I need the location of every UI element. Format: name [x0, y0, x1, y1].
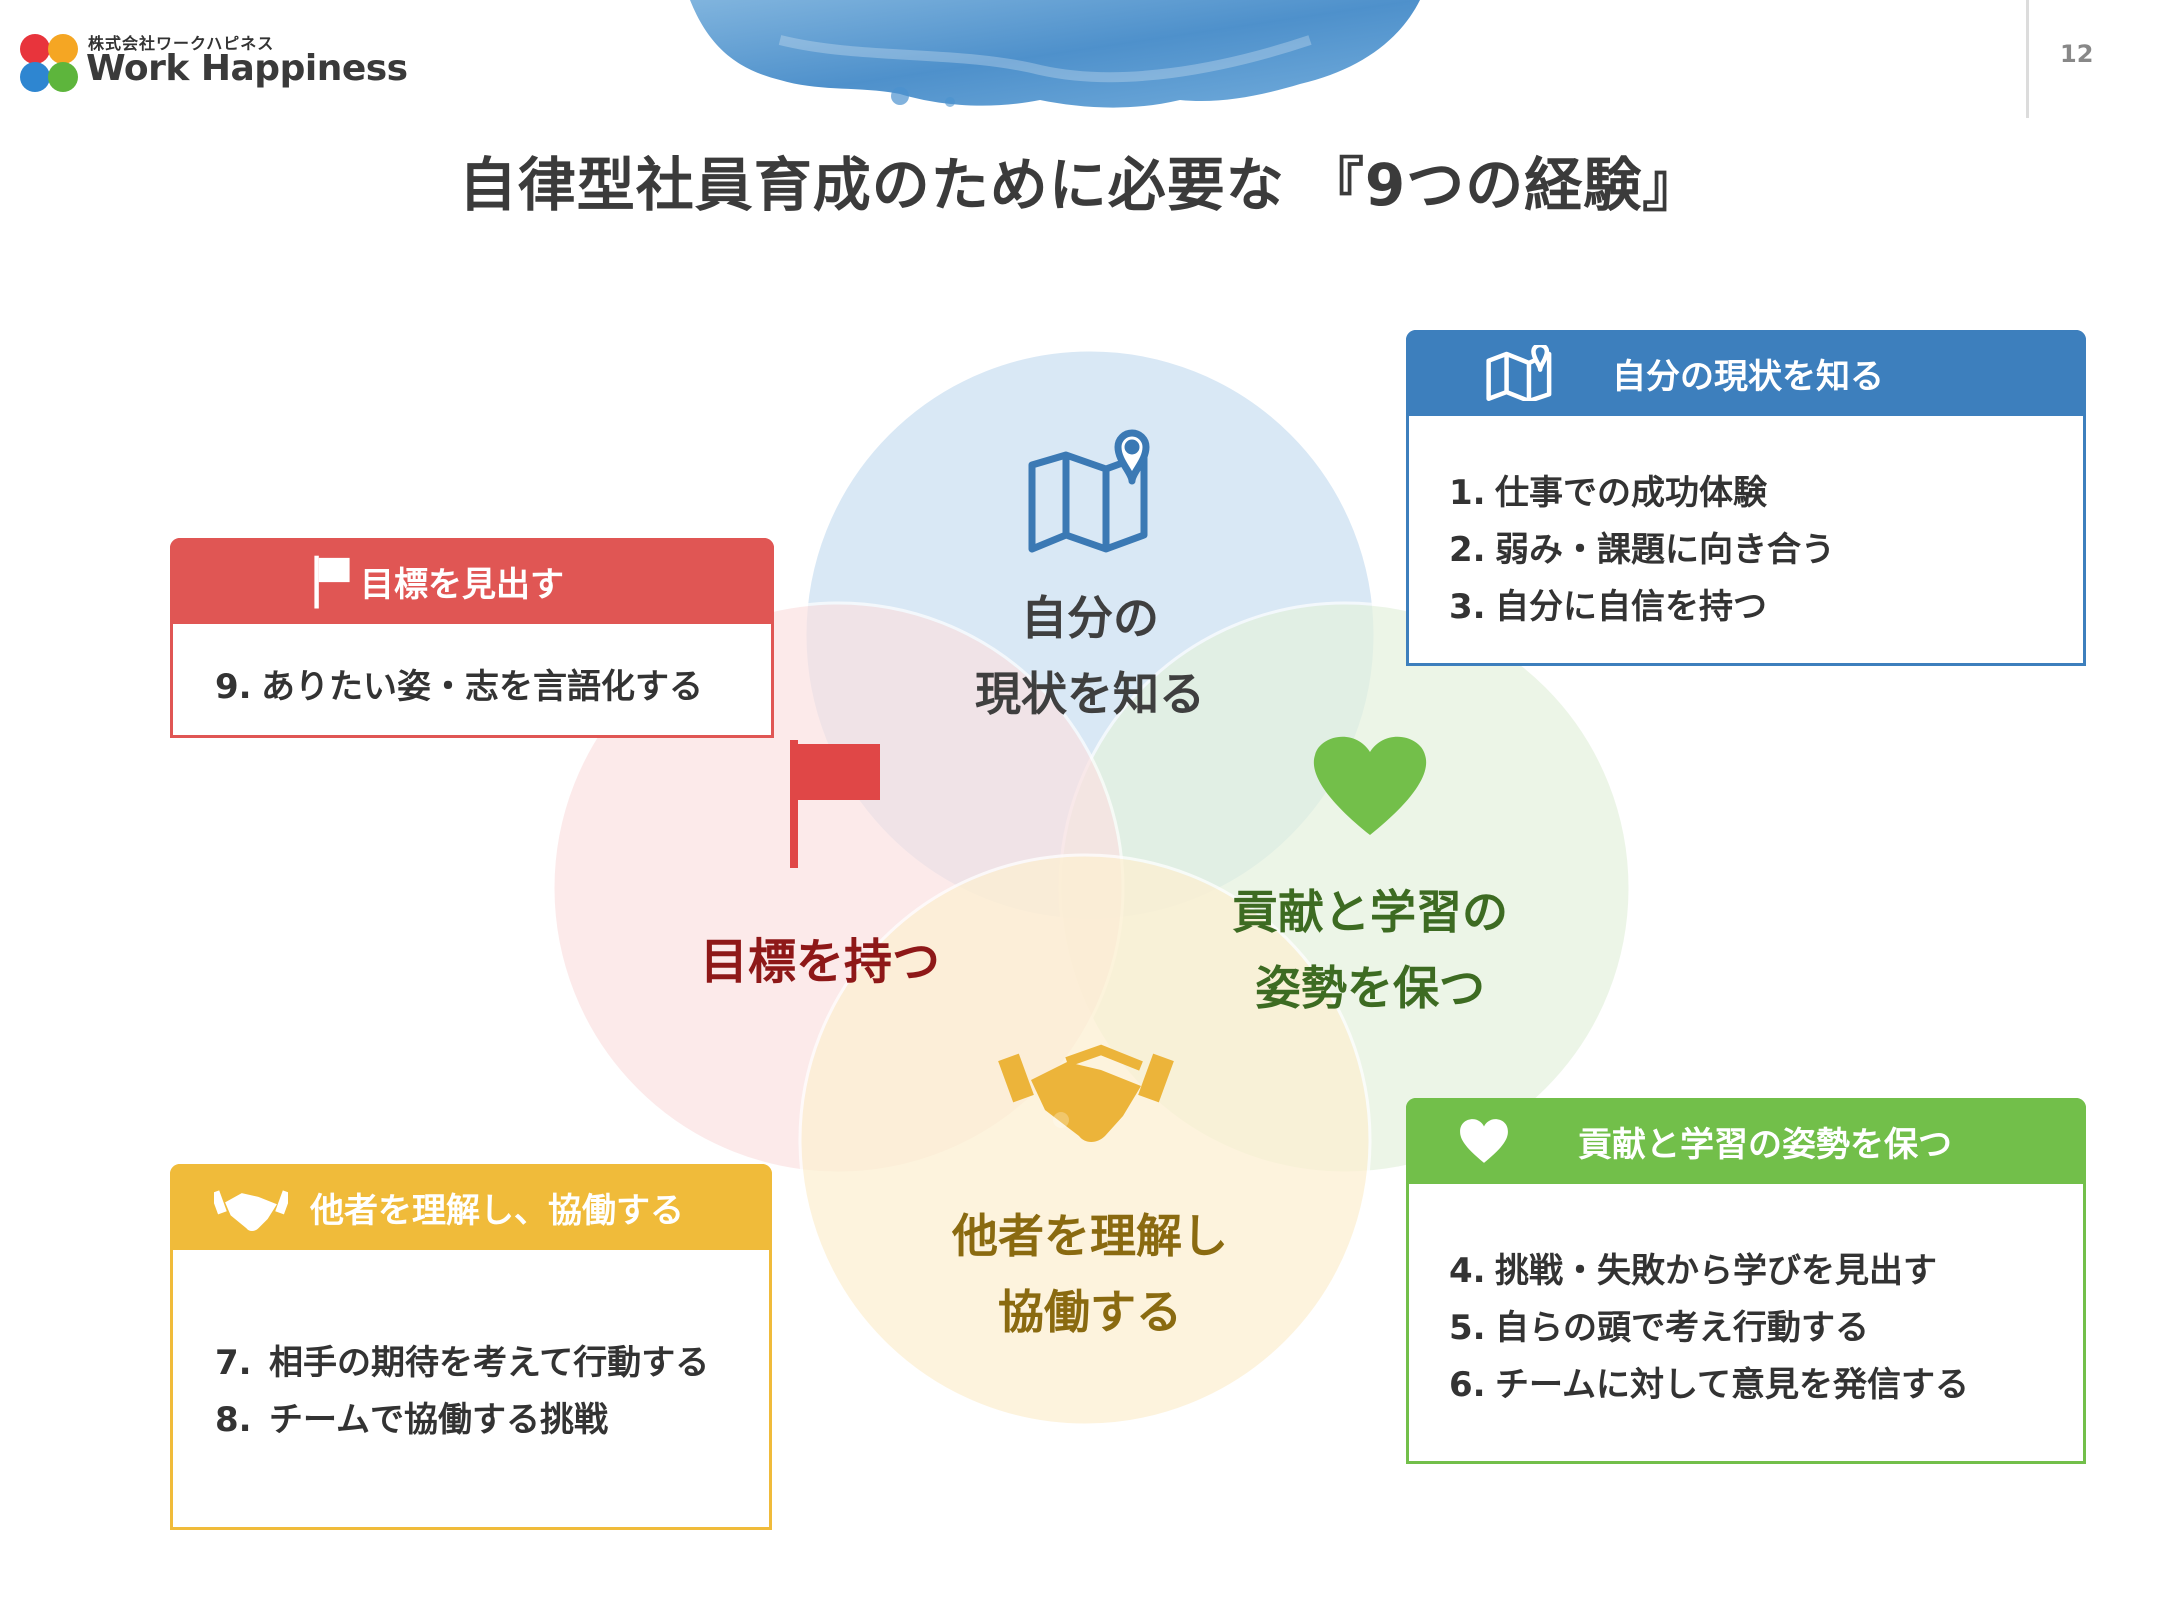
card-collaborate: 他者を理解し、協働する 7.相手の期待を考えて行動する 8.チームで協働する挑戦 [170, 1164, 772, 1530]
card-list-know-self: 1.仕事での成功体験 2.弱み・課題に向き合う 3.自分に自信を持つ [1449, 465, 1835, 636]
page-divider [2026, 0, 2029, 118]
list-item: 9.ありたい姿・志を言語化する [215, 667, 703, 707]
watercolor-decoration [690, 0, 1420, 108]
flag-icon [790, 740, 880, 868]
label-collaborate: 他者を理解し 協働する [952, 1209, 1228, 1339]
label-contribute: 貢献と学習の 姿勢を保つ [1232, 885, 1508, 1015]
list-item: 3.自分に自信を持つ [1449, 587, 1767, 627]
card-title-know-self: 自分の現状を知る [1612, 356, 1884, 397]
heart-icon [1460, 1119, 1508, 1163]
page-number: 12 [2060, 40, 2094, 68]
flag-icon [314, 555, 350, 609]
card-list-contribute: 4.挑戦・失敗から学びを見出す 5.自らの頭で考え行動する 6.チームに対して意… [1449, 1243, 1969, 1414]
card-title-goal: 目標を見出す [360, 564, 564, 605]
list-item: 7.相手の期待を考えて行動する [215, 1343, 710, 1383]
list-item: 2.弱み・課題に向き合う [1449, 530, 1835, 570]
map-pin-icon [1028, 429, 1150, 553]
list-item: 5.自らの頭で考え行動する [1449, 1308, 1869, 1348]
card-header-collaborate: 他者を理解し、協働する [170, 1164, 772, 1250]
slide-title: 自律型社員育成のために必要な 『9つの経験』 [458, 151, 1702, 219]
card-know-self: 自分の現状を知る 1.仕事での成功体験 2.弱み・課題に向き合う 3.自分に自信… [1406, 330, 2086, 666]
card-list-goal: 9.ありたい姿・志を言語化する [215, 659, 703, 716]
company-sub-name: 株式会社ワークハピネス [88, 34, 275, 53]
card-header-contribute: 貢献と学習の姿勢を保つ [1406, 1098, 2086, 1184]
company-name: Work Happiness [86, 48, 408, 89]
card-list-collaborate: 7.相手の期待を考えて行動する 8.チームで協働する挑戦 [215, 1335, 709, 1449]
list-item: 6.チームに対して意見を発信する [1449, 1365, 1969, 1405]
list-item: 8.チームで協働する挑戦 [215, 1400, 608, 1440]
list-item: 1.仕事での成功体験 [1449, 473, 1767, 513]
card-contribute: 貢献と学習の姿勢を保つ 4.挑戦・失敗から学びを見出す 5.自らの頭で考え行動す… [1406, 1098, 2086, 1464]
label-goal: 目標を持つ [699, 934, 940, 990]
card-title-collaborate: 他者を理解し、協働する [310, 1190, 684, 1231]
company-logo: 株式会社ワークハピネス Work Happiness [18, 24, 408, 104]
heart-icon [1313, 736, 1427, 835]
map-pin-icon [1486, 345, 1552, 401]
handshake-icon [998, 1044, 1174, 1142]
handshake-icon [214, 1190, 288, 1232]
card-title-contribute: 貢献と学習の姿勢を保つ [1578, 1124, 1952, 1165]
label-know-self: 自分の 現状を知る [975, 591, 1205, 721]
card-goal: 目標を見出す 9.ありたい姿・志を言語化する [170, 538, 774, 738]
list-item: 4.挑戦・失敗から学びを見出す [1449, 1251, 1937, 1291]
card-header-goal: 目標を見出す [170, 538, 774, 624]
card-header-know-self: 自分の現状を知る [1406, 330, 2086, 416]
clover-logo-icon [20, 34, 78, 92]
